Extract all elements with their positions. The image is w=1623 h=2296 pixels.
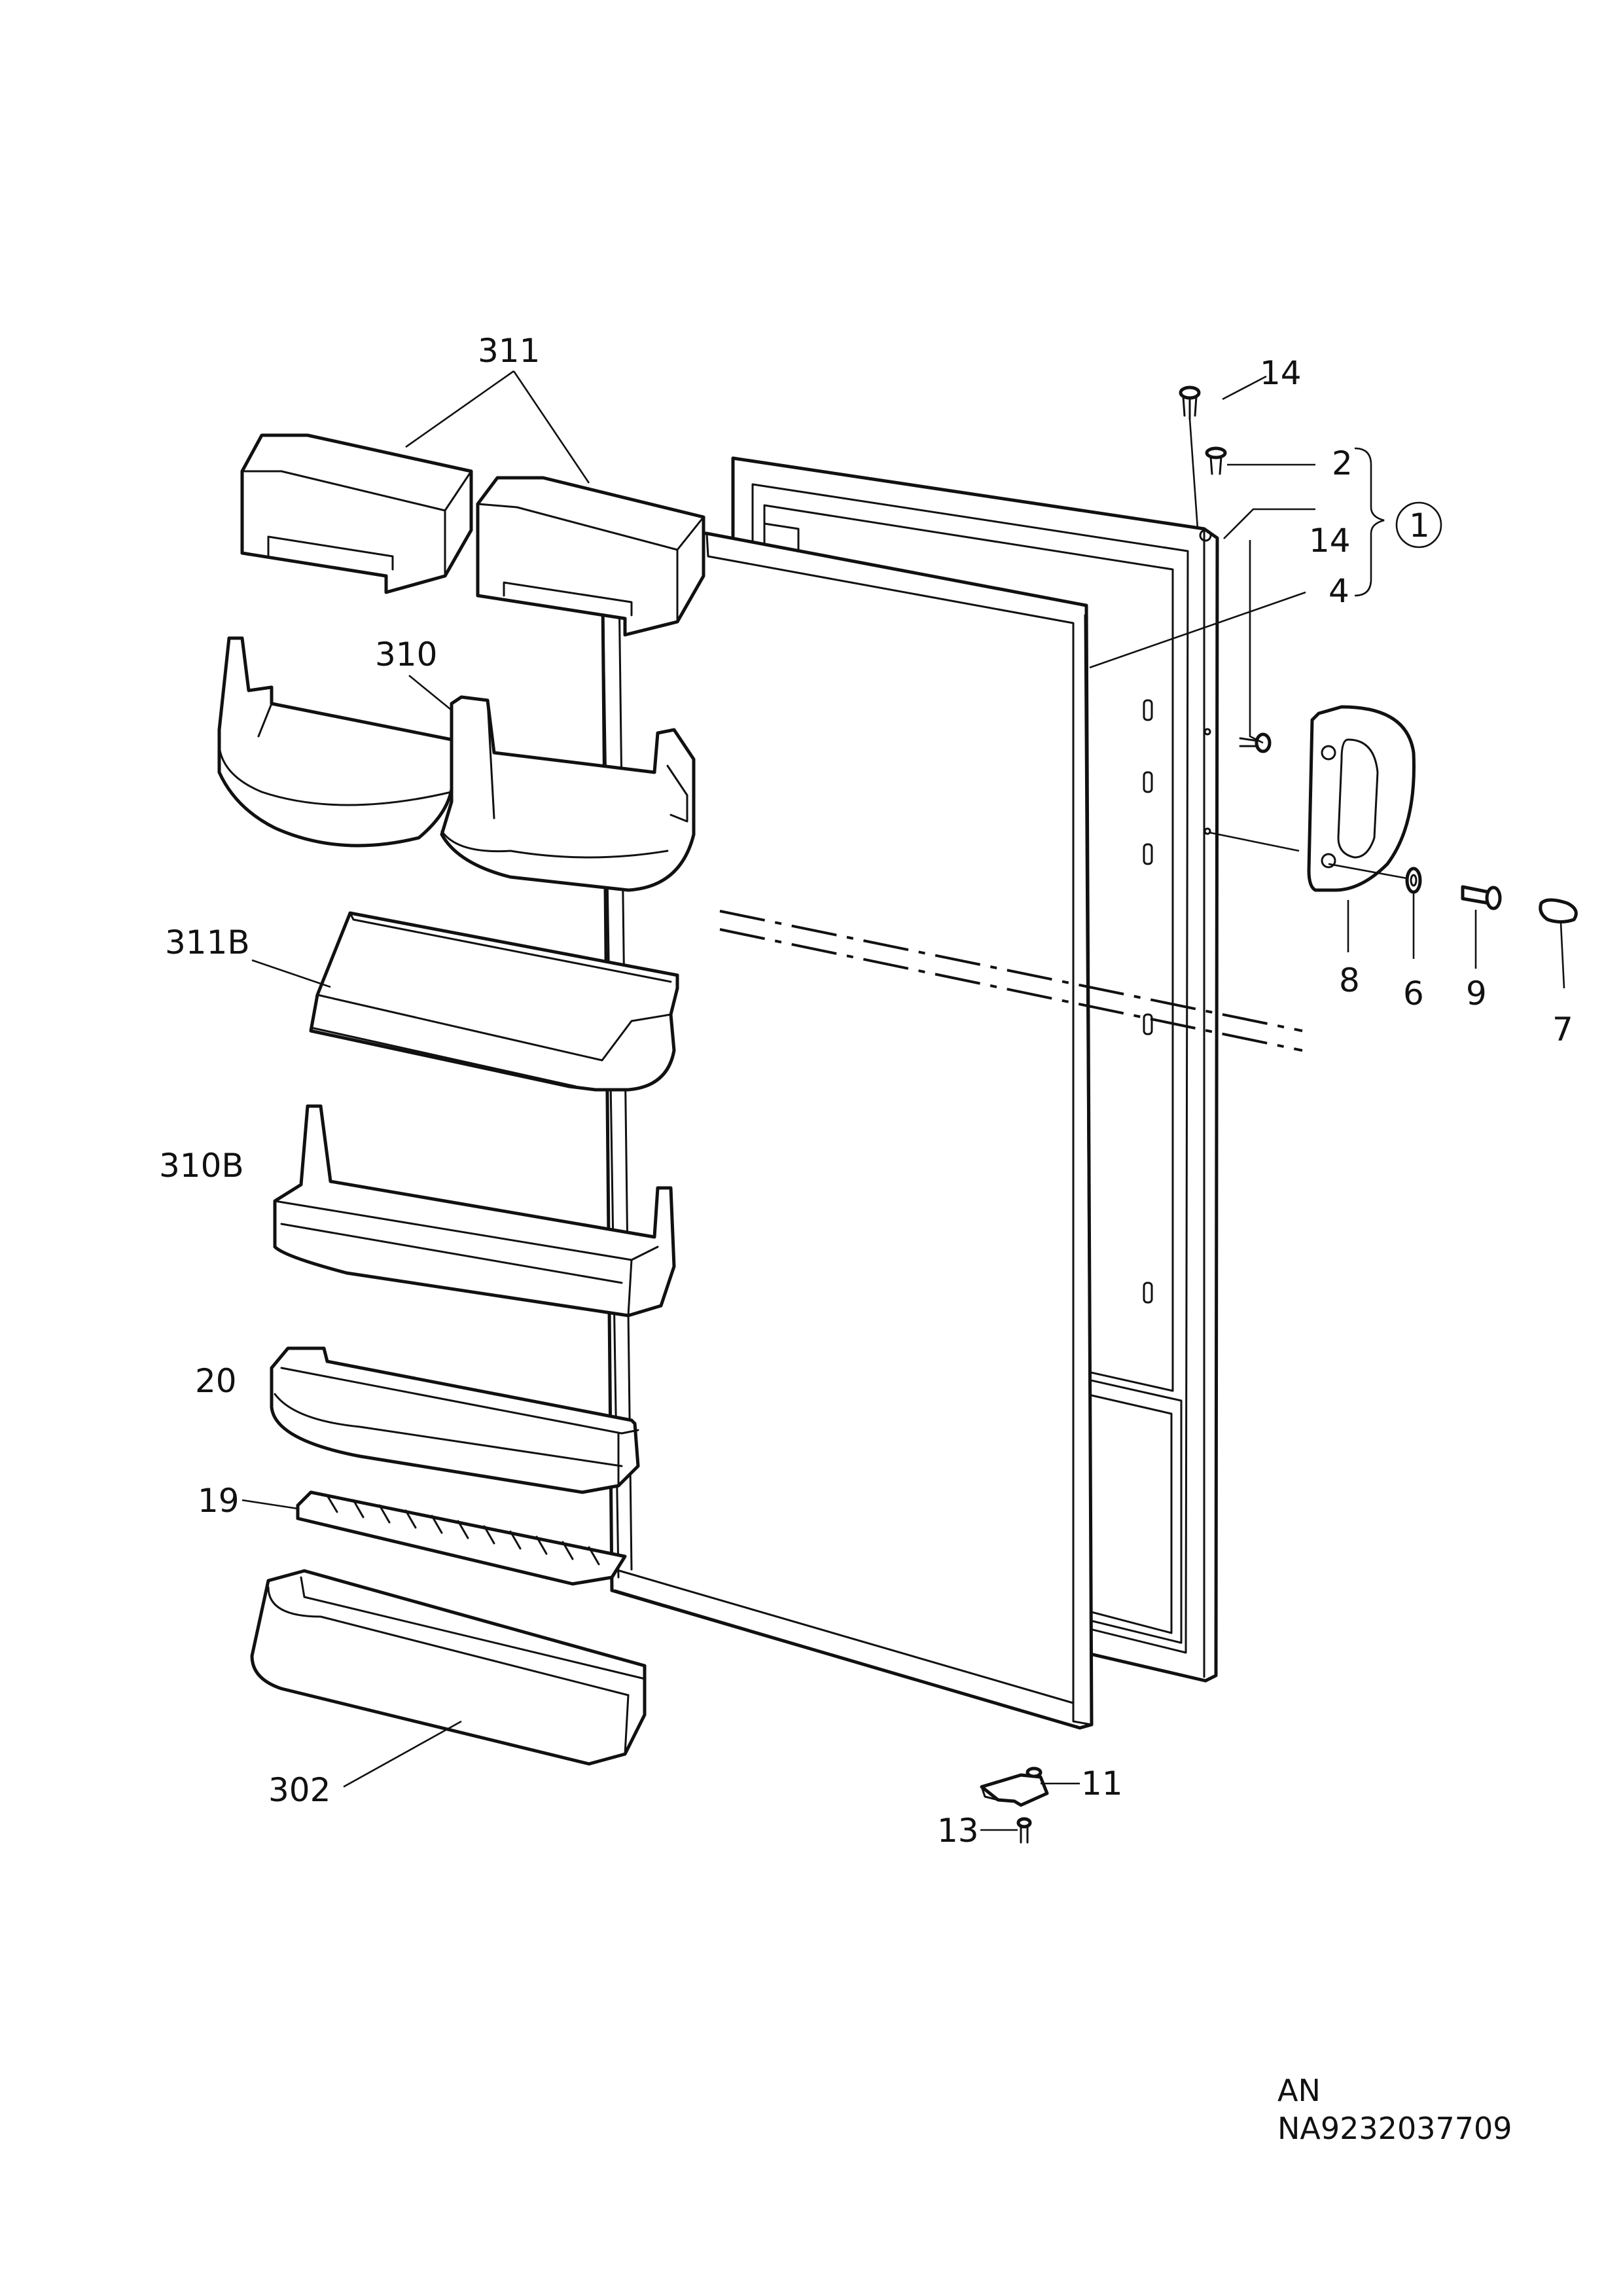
door-handle xyxy=(1307,705,1416,892)
group-bracket xyxy=(1354,447,1385,597)
label-311b: 311B xyxy=(165,924,250,961)
grille-19 xyxy=(296,1490,627,1586)
dairy-compartment-311b xyxy=(309,911,679,1092)
label-11: 11 xyxy=(1081,1765,1123,1803)
label-19: 19 xyxy=(198,1482,240,1520)
pin-14-top xyxy=(1179,386,1201,420)
shelf-bin-right xyxy=(440,695,696,892)
label-14-top: 14 xyxy=(1260,354,1302,392)
dairy-cover-right xyxy=(476,476,705,637)
leader-lines xyxy=(241,370,1565,1831)
label-4: 4 xyxy=(1329,572,1349,610)
screw-14-side xyxy=(1239,732,1272,753)
label-14-side: 14 xyxy=(1309,522,1351,560)
label-6: 6 xyxy=(1403,975,1424,1013)
part-labels: 311 310 311B 310B 20 19 302 14 2 1 14 4 … xyxy=(159,332,1573,1850)
screw-13 xyxy=(1016,1817,1032,1844)
cap-7 xyxy=(1539,898,1578,924)
label-13: 13 xyxy=(937,1812,979,1850)
hinge-11 xyxy=(980,1767,1049,1807)
bottle-shelf-302 xyxy=(250,1569,647,1766)
label-310: 310 xyxy=(375,636,437,673)
label-7: 7 xyxy=(1552,1011,1573,1049)
label-1: 1 xyxy=(1409,507,1430,545)
screw-9 xyxy=(1461,885,1502,910)
break-line xyxy=(719,910,1303,1032)
label-8: 8 xyxy=(1339,961,1360,999)
diagram-code: AN xyxy=(1277,2073,1321,2108)
label-2: 2 xyxy=(1332,444,1353,482)
pin-2 xyxy=(1205,446,1227,475)
break-line xyxy=(719,928,1303,1052)
label-20: 20 xyxy=(195,1362,237,1400)
diagram-number: NA9232037709 xyxy=(1277,2111,1512,2146)
washer-6 xyxy=(1405,867,1422,894)
dairy-cover-left xyxy=(240,433,473,594)
door-gasket xyxy=(600,528,1094,1730)
label-311: 311 xyxy=(478,332,540,370)
label-310b: 310B xyxy=(159,1147,244,1185)
shelf-20 xyxy=(270,1346,640,1494)
group-circle xyxy=(1395,501,1442,548)
label-9: 9 xyxy=(1466,975,1487,1013)
bottle-shelf-310b xyxy=(273,1104,676,1318)
label-302: 302 xyxy=(268,1771,330,1809)
